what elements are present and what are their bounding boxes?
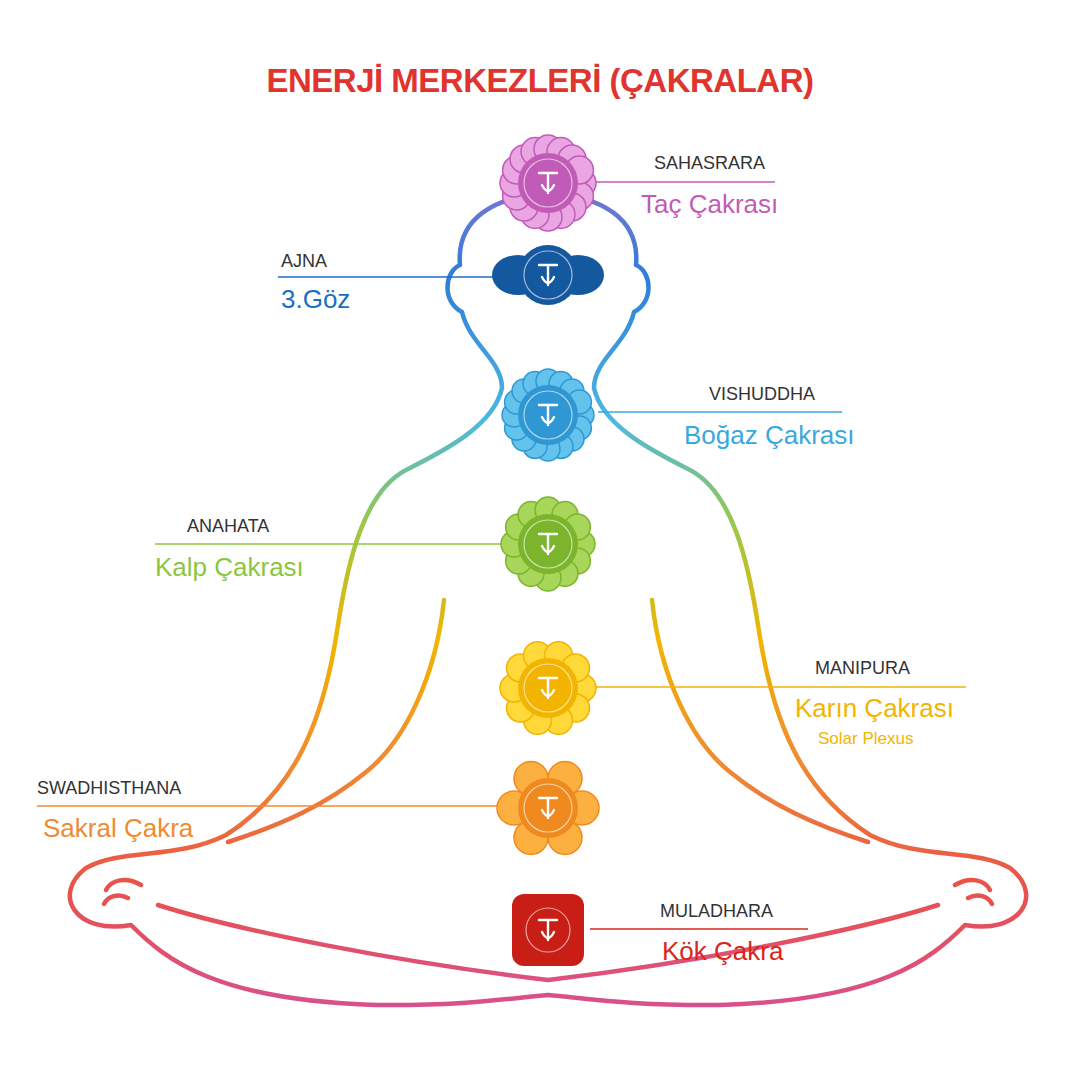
sanskrit-name: SWADHISTHANA: [37, 779, 181, 799]
diagram-title: ENERJİ MERKEZLERİ (ÇAKRALAR): [0, 62, 1080, 100]
bija-mark: [539, 405, 557, 425]
chakra-lotus: [500, 135, 596, 231]
chakra-core: [518, 385, 578, 445]
chakra-name: Boğaz Çakrası: [684, 421, 855, 450]
body-outline: [70, 195, 1026, 1005]
chakra-name: Kök Çakra: [662, 937, 783, 966]
sanskrit-name: VISHUDDHA: [709, 385, 815, 405]
chakra-ring: [524, 159, 572, 207]
chakra-lotus: [492, 245, 604, 305]
chakra-lotus: [500, 642, 596, 735]
chakra-core: [518, 245, 578, 305]
chakra-lotus: [512, 894, 584, 966]
chakra-ring: [524, 251, 572, 299]
leader-lines: [37, 182, 966, 929]
chakra-symbols: [492, 135, 604, 966]
bija-mark: [539, 798, 557, 818]
chakra-lotus: [502, 369, 594, 461]
chakra-core: [520, 902, 576, 958]
sanskrit-name: AJNA: [281, 252, 327, 272]
chakra-ring: [524, 391, 572, 439]
chakra-name: Taç Çakrası: [641, 190, 778, 219]
sanskrit-name: MULADHARA: [660, 902, 773, 922]
chakra-ring: [526, 908, 570, 952]
chakra-lotus: [501, 497, 595, 591]
chakra-core: [518, 153, 578, 213]
chakra-lotus: [497, 762, 599, 855]
bija-mark: [539, 678, 557, 698]
sanskrit-name: MANIPURA: [815, 659, 910, 679]
sanskrit-name: ANAHATA: [187, 517, 269, 537]
chakra-name: 3.Göz: [281, 285, 350, 314]
chakra-core: [518, 514, 578, 574]
chakra-subname: Solar Plexus: [818, 730, 913, 749]
bija-mark: [539, 173, 557, 193]
bija-mark: [539, 920, 557, 940]
chakra-ring: [524, 664, 572, 712]
chakra-core: [518, 778, 578, 838]
chakra-core: [518, 658, 578, 718]
petal: [512, 894, 584, 966]
chakra-name: Sakral Çakra: [43, 814, 193, 843]
chakra-name: Kalp Çakrası: [155, 553, 304, 582]
chakra-ring: [524, 784, 572, 832]
bija-mark: [539, 534, 557, 554]
bija-mark: [539, 265, 557, 285]
chakra-ring: [524, 520, 572, 568]
sanskrit-name: SAHASRARA: [654, 154, 765, 174]
chakra-name: Karın Çakrası: [795, 694, 954, 723]
